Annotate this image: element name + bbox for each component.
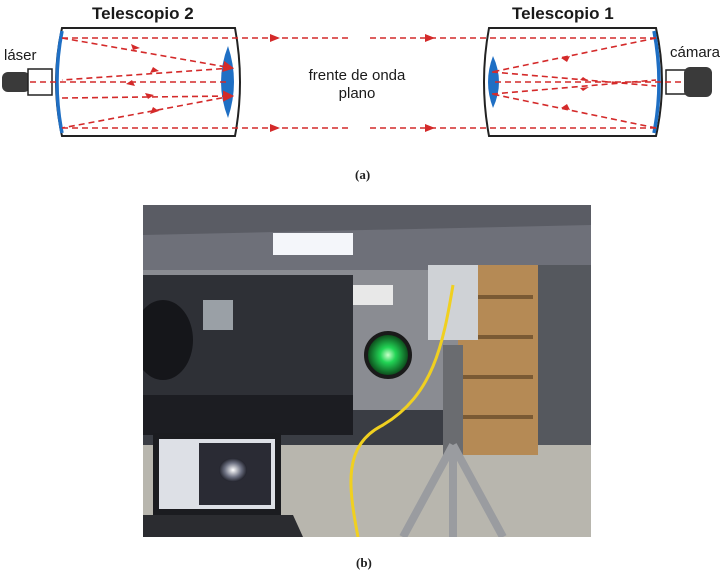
laser-label: láser [4, 47, 37, 64]
plane-wavefront-label: frente de onda plano [298, 67, 416, 103]
beam-arrows-right [425, 34, 589, 132]
telescope-2-label: Telescopio 2 [92, 4, 194, 23]
caption-b: (b) [356, 555, 372, 570]
camera-device [665, 67, 712, 97]
telescope-1-label: Telescopio 1 [512, 4, 614, 23]
lab-photograph [143, 205, 591, 537]
beam-paths-right [370, 37, 684, 129]
optical-setup-diagram [2, 27, 712, 137]
beam-arrows-left [126, 34, 280, 132]
camera-label: cámara [670, 44, 721, 61]
wavefront-line-2: plano [338, 85, 376, 102]
wavefront-line-1: frente de onda [308, 67, 406, 84]
caption-a: (a) [355, 167, 371, 182]
lab-photo-illustration [143, 205, 591, 537]
